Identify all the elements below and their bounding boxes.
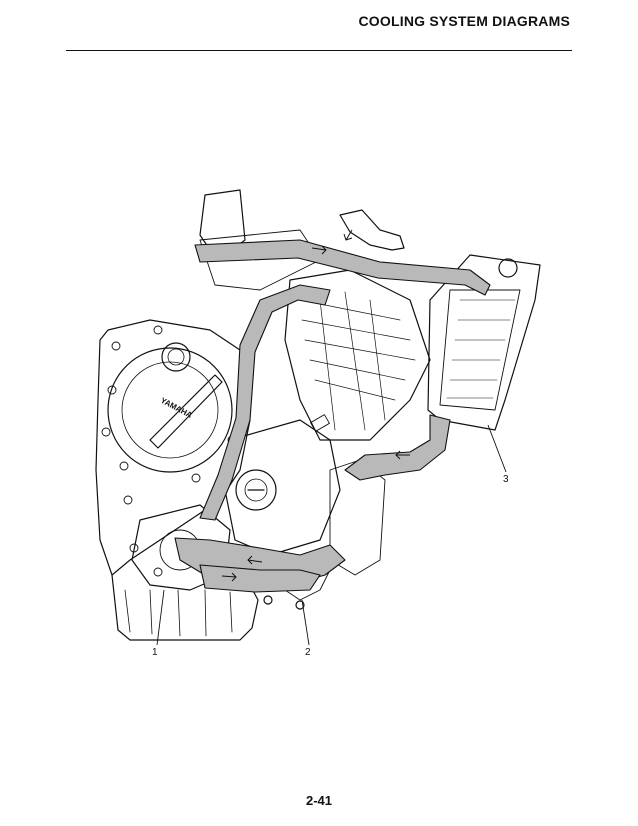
crankcase-center bbox=[224, 419, 341, 556]
clutch-cover bbox=[107, 347, 233, 473]
upper-coolant-hose bbox=[194, 239, 491, 296]
cylinder-block bbox=[284, 269, 431, 441]
breather-fitting bbox=[339, 209, 405, 251]
callout-3: 3 bbox=[503, 474, 509, 485]
flow-arrow bbox=[311, 245, 327, 255]
radiator-cap bbox=[498, 258, 518, 278]
radiator-outlet-hose bbox=[344, 414, 451, 481]
brand-mark: YAMAHA bbox=[159, 396, 194, 420]
flow-arrow bbox=[343, 229, 353, 241]
throttle-body bbox=[199, 189, 246, 251]
header-rule bbox=[66, 50, 572, 51]
radiator bbox=[427, 254, 541, 431]
section-title: COOLING SYSTEM DIAGRAMS bbox=[358, 13, 570, 29]
page-number: 2-41 bbox=[305, 793, 333, 808]
oil-filler-cap bbox=[161, 342, 191, 372]
leader-line-1 bbox=[156, 589, 165, 646]
flow-arrow bbox=[221, 572, 237, 582]
bypass-hose bbox=[199, 284, 331, 521]
callout-1: 1 bbox=[152, 647, 158, 658]
leader-line-2 bbox=[301, 599, 310, 646]
callout-2: 2 bbox=[305, 647, 311, 658]
oil-pan bbox=[111, 574, 259, 641]
leader-line-3 bbox=[487, 424, 507, 473]
generator-cover bbox=[235, 469, 277, 511]
flow-arrow bbox=[247, 555, 263, 565]
flow-arrow bbox=[395, 450, 410, 460]
